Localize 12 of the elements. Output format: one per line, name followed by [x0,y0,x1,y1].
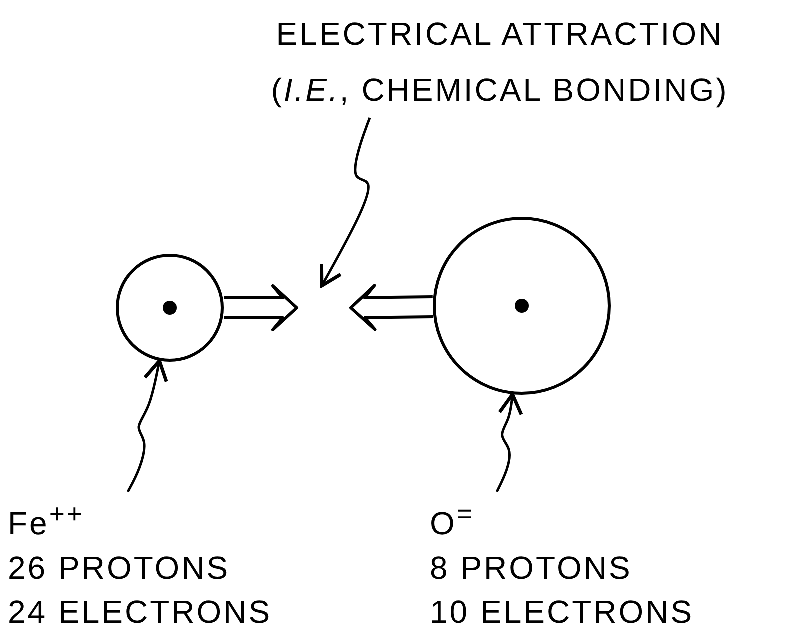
particle-count: 24 ELECTRONS [8,592,274,632]
ion-symbol: Fe$^{++}$ [8,498,86,544]
attraction-arrow [222,284,298,332]
attraction-arrow [350,284,435,332]
callout-text: ELECTRICAL ATTRACTION (I.E., CHEMICAL BONDING) [270,15,730,110]
leader-line [126,359,168,493]
particle-count: 10 ELECTRONS [430,592,696,632]
particle-count: 26 PROTONS [8,548,232,588]
leader-line [320,118,372,288]
particle-count: 8 PROTONS [430,548,634,588]
ion-symbol: O$^{=}$ [430,498,476,544]
leader-line [496,392,524,493]
